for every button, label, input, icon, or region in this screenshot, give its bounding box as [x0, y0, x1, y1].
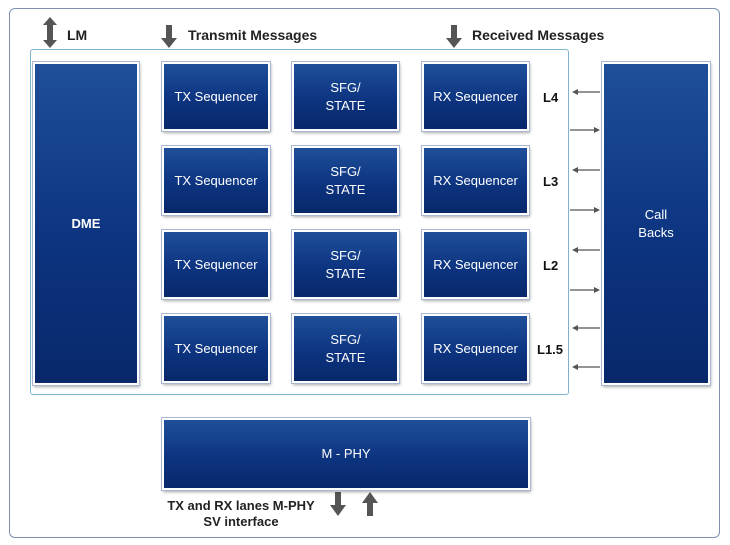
state-label: STATE	[325, 181, 366, 197]
tx-sequencer-label: TX Sequencer	[174, 88, 258, 104]
sfg-state-l2: SFG/STATE	[292, 230, 399, 299]
sfg-label: SFG/	[330, 79, 361, 95]
sfg-state-l3: SFG/STATE	[292, 146, 399, 215]
rx-sequencer-l4: RX Sequencer	[422, 62, 529, 131]
transmit-messages-label: Transmit Messages	[188, 27, 318, 43]
sfg-label: SFG/	[330, 331, 361, 347]
callback-arrows-left	[572, 89, 600, 370]
dme-block: DME	[33, 62, 139, 385]
bottom-label-line1: TX and RX lanes M-PHY	[167, 498, 315, 513]
callback-arrows-right	[570, 127, 600, 293]
received-down-arrow	[446, 25, 462, 48]
level-label-l2: L2	[543, 258, 559, 273]
lm-bidirectional-arrow	[43, 17, 57, 48]
sfg-state-l4: SFG/STATE	[292, 62, 399, 131]
transmit-down-arrow	[161, 25, 177, 48]
level-label-l4: L4	[543, 90, 559, 105]
rx-sequencer-label: RX Sequencer	[433, 88, 518, 104]
tx-sequencer-label: TX Sequencer	[174, 256, 258, 272]
dme-label: DME	[71, 215, 101, 231]
mphy-label: M - PHY	[321, 446, 371, 461]
mphy-block: M - PHY	[162, 418, 530, 490]
bottom-label-line2: SV interface	[203, 514, 279, 529]
bottom-interface-label: TX and RX lanes M-PHY SV interface	[160, 498, 322, 530]
received-messages-label: Received Messages	[472, 27, 605, 43]
lm-label: LM	[67, 27, 88, 43]
level-label-l3: L3	[543, 174, 559, 189]
tx-sequencer-l4: TX Sequencer	[162, 62, 270, 131]
state-label: STATE	[325, 97, 366, 113]
state-label: STATE	[325, 265, 366, 281]
rx-sequencer-label: RX Sequencer	[433, 172, 518, 188]
rx-sequencer-l3: RX Sequencer	[422, 146, 529, 215]
sfg-label: SFG/	[330, 247, 361, 263]
sfg-state-l1-5: SFG/STATE	[292, 314, 399, 383]
level-label-l1-5: L1.5	[537, 342, 564, 357]
tx-sequencer-l3: TX Sequencer	[162, 146, 270, 215]
callbacks-label-line1: Call	[644, 206, 668, 222]
rx-sequencer-l2: RX Sequencer	[422, 230, 529, 299]
tx-sequencer-l2: TX Sequencer	[162, 230, 270, 299]
rx-sequencer-l1-5: RX Sequencer	[422, 314, 529, 383]
layer-stack-container	[30, 49, 569, 395]
sfg-label: SFG/	[330, 163, 361, 179]
callbacks-label-line2: Backs	[638, 224, 674, 240]
mphy-down-arrow	[330, 492, 346, 516]
tx-sequencer-l1-5: TX Sequencer	[162, 314, 270, 383]
rx-sequencer-label: RX Sequencer	[433, 340, 518, 356]
tx-sequencer-label: TX Sequencer	[174, 172, 258, 188]
rx-sequencer-label: RX Sequencer	[433, 256, 518, 272]
tx-sequencer-label: TX Sequencer	[174, 340, 258, 356]
state-label: STATE	[325, 349, 366, 365]
mphy-up-arrow	[362, 492, 378, 516]
